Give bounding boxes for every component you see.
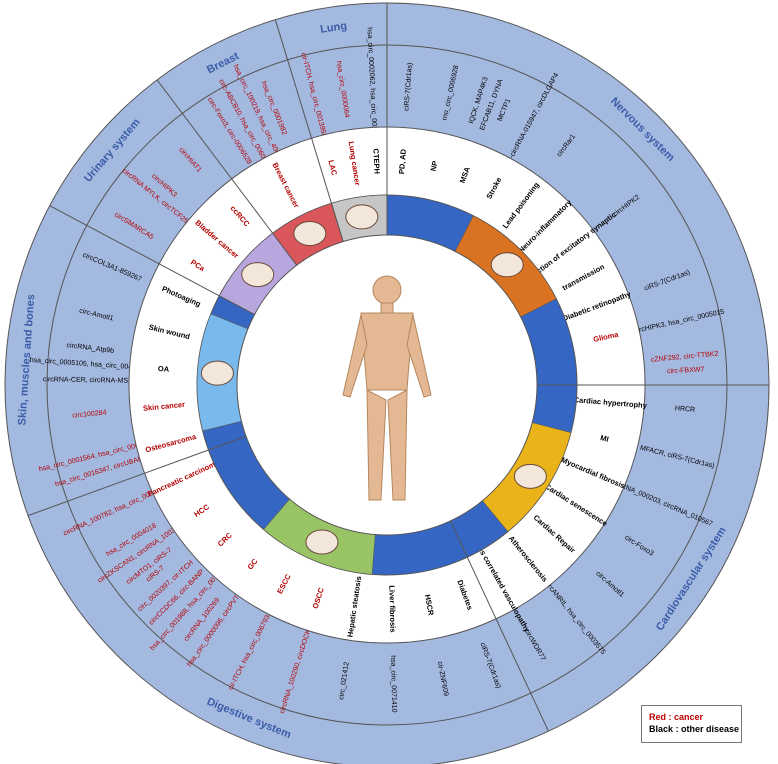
heart-icon: [513, 463, 547, 489]
circrna-label: HRCR: [675, 405, 696, 414]
brain-icon: [490, 252, 524, 278]
disease-label: LAC: [326, 159, 339, 177]
disease-label: PD, AD: [397, 148, 408, 174]
legend: Red : cancer Black : other disease: [641, 705, 742, 743]
breast-icon: [293, 221, 327, 247]
circrna-label: circRNA-CER, circRNA-MSR: [43, 376, 133, 384]
kidney-icon: [241, 262, 275, 288]
lung-divider: [274, 19, 332, 204]
breast-divider: [272, 232, 298, 266]
skin-muscles-and-bones-divider: [208, 435, 247, 451]
human-body-icon: [342, 275, 432, 501]
digestive-system-divider: [466, 556, 549, 732]
legend-other-disease: Black : other disease: [649, 724, 740, 734]
digestive-organs-icon: [305, 529, 339, 555]
legend-cancer: Red : cancer: [649, 712, 704, 722]
lung-divider: [330, 203, 344, 242]
knee-joint-icon: [200, 360, 234, 386]
skin-muscles-and-bones-divider: [27, 449, 209, 517]
lungs-icon: [345, 204, 379, 230]
circrna-label: circ100284: [72, 409, 107, 419]
lung-title: Lung: [319, 20, 347, 36]
disease-label: CTEPH: [371, 148, 381, 174]
disease-label: OA: [158, 364, 170, 374]
disease-label: NP: [429, 160, 440, 172]
breast-divider: [156, 79, 274, 234]
digestive-system-divider: [449, 520, 468, 558]
disease-label: MI: [599, 433, 609, 444]
circrna-label: hsa_circ_0071410: [389, 655, 397, 712]
circrna-label: circ-FBXW7: [667, 366, 705, 375]
disease-label: Skin cancer: [143, 400, 186, 413]
disease-label: Liver fibrosis: [387, 585, 397, 632]
disease-label: HSCR: [423, 594, 436, 617]
urinary-system-divider: [219, 295, 255, 316]
urinary-system-divider: [49, 205, 220, 297]
circrna-label: ciRS-7(Cdr1as): [403, 62, 413, 111]
center-layer: [236, 234, 538, 536]
